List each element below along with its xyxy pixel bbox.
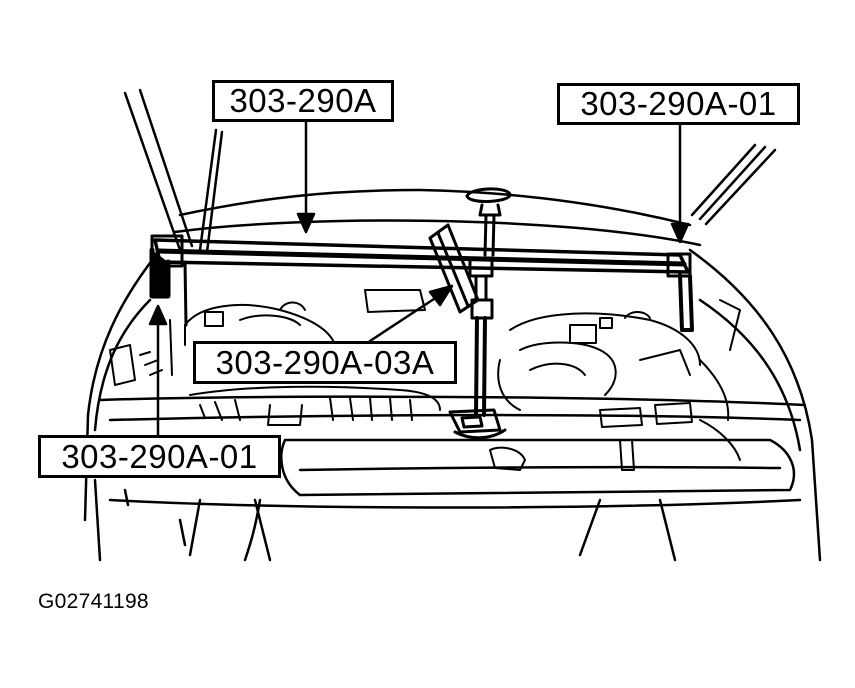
callout-303-290A-01-right: 303-290A-01 (557, 83, 800, 125)
leader-lines (148, 120, 690, 437)
figure-id: G02741198 (38, 590, 149, 613)
front-lower (108, 488, 802, 562)
body-outline (83, 248, 822, 562)
hood-strut-right (690, 143, 777, 226)
support-bar-303-290A (149, 234, 694, 332)
engine-components (109, 289, 741, 471)
hood-strut-left (123, 88, 224, 254)
cowl-contour (173, 188, 702, 247)
callout-303-290A-03A: 303-290A-03A (193, 341, 457, 384)
adapter-303-290A-03A (428, 187, 512, 440)
callout-303-290A-01-left: 303-290A-01 (38, 435, 281, 478)
callout-303-290A: 303-290A (212, 80, 394, 122)
